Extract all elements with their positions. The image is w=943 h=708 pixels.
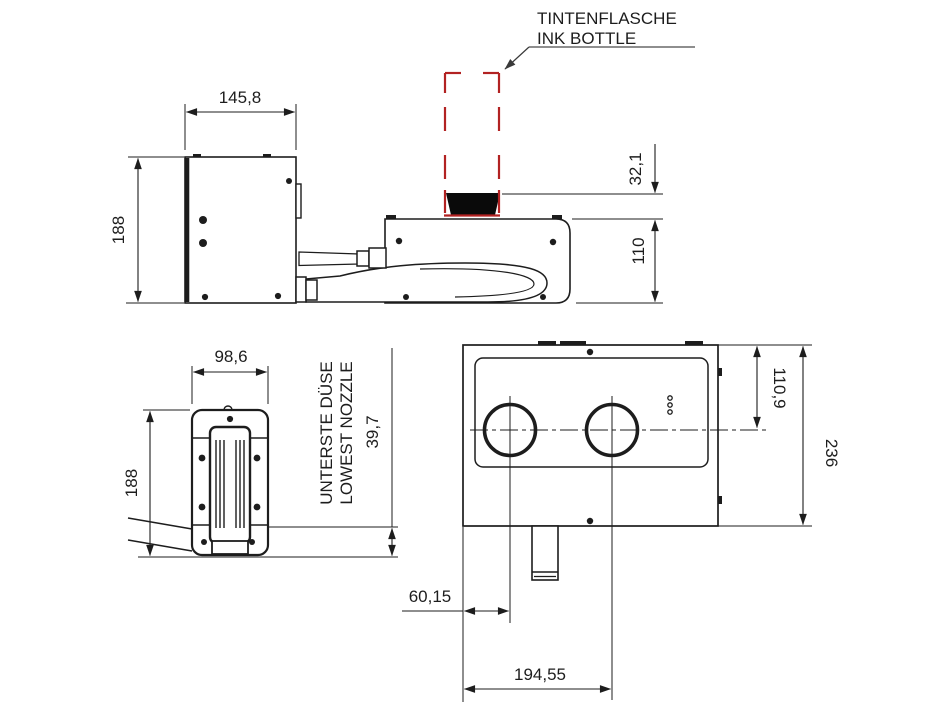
dim-bottle-port-height-text: 32,1 bbox=[626, 152, 645, 185]
ink-bottle-port bbox=[446, 193, 500, 215]
side-ticks bbox=[718, 368, 722, 504]
mount-tab bbox=[386, 215, 396, 219]
cable-connector bbox=[356, 250, 370, 267]
dim-head-height: 188 bbox=[122, 409, 190, 557]
dim-lowest-nozzle: UNTERSTE DÜSE LOWEST NOZZLE 39,7 bbox=[268, 348, 398, 557]
bottle-hole-2 bbox=[584, 402, 640, 458]
ink-bottle-label-en: INK BOTTLE bbox=[537, 29, 636, 48]
mount-tab bbox=[552, 215, 562, 219]
bottom-connector bbox=[531, 525, 559, 581]
cable-connector bbox=[368, 247, 387, 269]
print-unit-screws bbox=[395, 237, 557, 300]
upper-cable bbox=[298, 251, 360, 267]
mount-tab bbox=[193, 154, 201, 158]
nozzle-slots bbox=[215, 440, 245, 528]
dim-controller-height: 188 bbox=[109, 156, 184, 304]
dim-controller-width-text: 145,8 bbox=[219, 88, 262, 107]
front-inner-panel bbox=[474, 357, 709, 468]
dim-front-panel-height-text: 236 bbox=[822, 439, 841, 467]
dim-controller-width: 145,8 bbox=[184, 88, 297, 150]
print-unit-front-view: 110,9 236 60,15 194,55 bbox=[402, 341, 841, 702]
dim-hole2-offset-text: 194,55 bbox=[514, 665, 566, 684]
dim-hole-center-from-top-text: 110,9 bbox=[770, 367, 789, 408]
dim-hole-center-from-top: 110,9 bbox=[718, 344, 812, 429]
dim-print-unit-height: 110 bbox=[572, 218, 663, 304]
dim-lowest-nozzle-text: 39,7 bbox=[363, 415, 382, 448]
dim-controller-height-text: 188 bbox=[109, 216, 128, 244]
hose-connector bbox=[295, 276, 307, 303]
dim-hole1-offset: 60,15 bbox=[402, 587, 510, 615]
ink-bottle-label-de: TINTENFLASCHE bbox=[537, 9, 677, 28]
mount-tab bbox=[263, 154, 271, 158]
controller-screws bbox=[199, 178, 292, 301]
lowest-nozzle-label-en: LOWEST NOZZLE bbox=[337, 361, 356, 504]
dim-front-panel-height: 236 bbox=[718, 345, 841, 527]
indicator-leds bbox=[667, 395, 673, 415]
head-screws bbox=[198, 415, 261, 545]
dim-hole1-offset-text: 60,15 bbox=[409, 587, 452, 606]
ink-bottle-dashed-outline bbox=[443, 71, 501, 217]
head-cable bbox=[127, 539, 193, 552]
lowest-nozzle-label-de: UNTERSTE DÜSE bbox=[317, 361, 336, 505]
dim-print-unit-height-text: 110 bbox=[629, 237, 648, 264]
front-panel-outline bbox=[462, 344, 719, 527]
dim-head-width: 98,6 bbox=[191, 347, 269, 404]
print-unit-side-view: TINTENFLASCHE INK BOTTLE 32,1 110 bbox=[295, 9, 695, 304]
controller-side-tab bbox=[295, 183, 302, 219]
dim-hole2-offset: 194,55 bbox=[463, 665, 612, 693]
dim-head-height-text: 188 bbox=[122, 469, 141, 497]
top-mount-tabs bbox=[538, 341, 703, 345]
head-cable bbox=[127, 517, 193, 530]
controller-side-view: 145,8 188 bbox=[109, 88, 302, 304]
hose-connector bbox=[305, 279, 318, 301]
print-head-front-view: 98,6 188 UNTERSTE DÜSE LOWEST NOZZLE 39,… bbox=[122, 347, 398, 558]
ink-hose-inner-edge bbox=[419, 268, 535, 298]
ink-bottle-callout: TINTENFLASCHE INK BOTTLE bbox=[504, 9, 695, 70]
nozzle-plate-foot bbox=[211, 540, 249, 555]
ink-hose-loop bbox=[305, 262, 548, 303]
controller-body-outline bbox=[184, 156, 297, 304]
front-screws bbox=[586, 348, 594, 525]
bottle-hole-1 bbox=[482, 402, 538, 458]
dim-bottle-port-height: 32,1 bbox=[502, 144, 663, 195]
dim-head-width-text: 98,6 bbox=[214, 347, 247, 366]
